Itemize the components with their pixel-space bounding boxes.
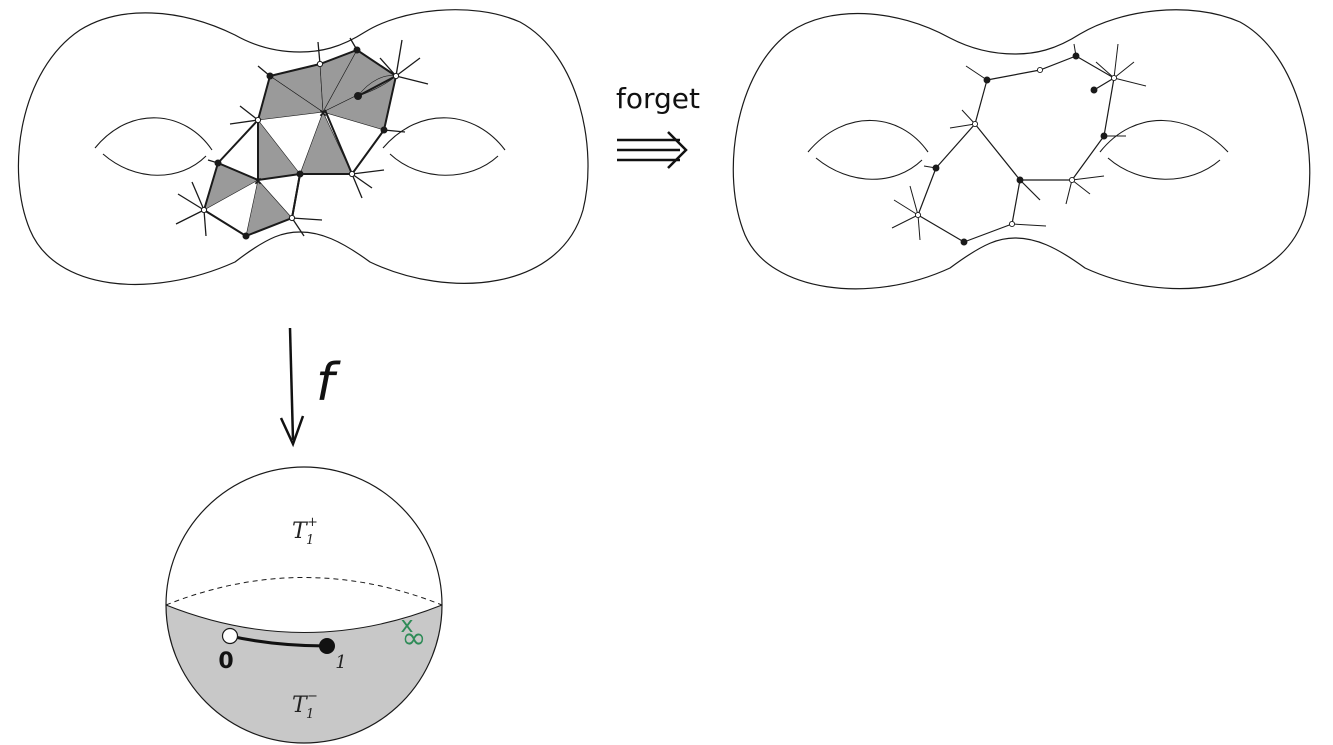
forget-label: forget: [616, 82, 700, 115]
segment-0-1: [229, 634, 328, 648]
sphere: 0 1 ∞ x T 1 + T 1 −: [165, 466, 443, 744]
right-right-hole-upper: [1099, 120, 1229, 153]
left-hole-lower: [102, 153, 207, 176]
equator-back: [165, 577, 443, 606]
left-surface-outline: [17, 9, 589, 285]
dessin-vertices: × ×: [200, 46, 400, 240]
svg-text:1: 1: [306, 707, 314, 722]
sphere-outline: [165, 466, 443, 744]
forget-arrow: forget: [616, 82, 700, 169]
dessin-spokes: [175, 37, 429, 237]
svg-text:1: 1: [306, 533, 314, 548]
left-hole-upper: [94, 117, 213, 151]
infinity-cross: x: [400, 613, 413, 638]
svg-text:+: +: [307, 515, 318, 530]
f-label: f: [316, 353, 341, 413]
zero-label: 0: [218, 649, 233, 674]
left-surface: × ×: [17, 9, 589, 285]
svg-text:×: ×: [254, 177, 262, 187]
svg-text:−: −: [307, 689, 318, 704]
black-vertex: [319, 638, 335, 654]
svg-text:×: ×: [319, 109, 327, 119]
infinity-label: ∞: [402, 621, 427, 656]
one-label: 1: [335, 652, 346, 673]
graph-spokes: [891, 43, 1147, 241]
map-arrow: f: [279, 327, 341, 448]
right-hole-upper: [382, 117, 506, 151]
right-left-hole-lower: [815, 157, 923, 180]
svg-text:T: T: [292, 693, 309, 718]
white-vertex: [221, 627, 239, 645]
right-left-hole-upper: [807, 120, 929, 153]
t-minus-label: T 1 −: [292, 689, 318, 722]
right-surface-outline: [732, 9, 1311, 290]
graph-vertices: [914, 52, 1118, 246]
right-right-hole-lower: [1107, 157, 1221, 180]
t-plus-label: T 1 +: [292, 515, 318, 548]
right-hole-lower: [389, 153, 499, 176]
equator-front: [165, 604, 443, 633]
right-surface: [732, 9, 1311, 290]
svg-text:T: T: [292, 519, 309, 544]
